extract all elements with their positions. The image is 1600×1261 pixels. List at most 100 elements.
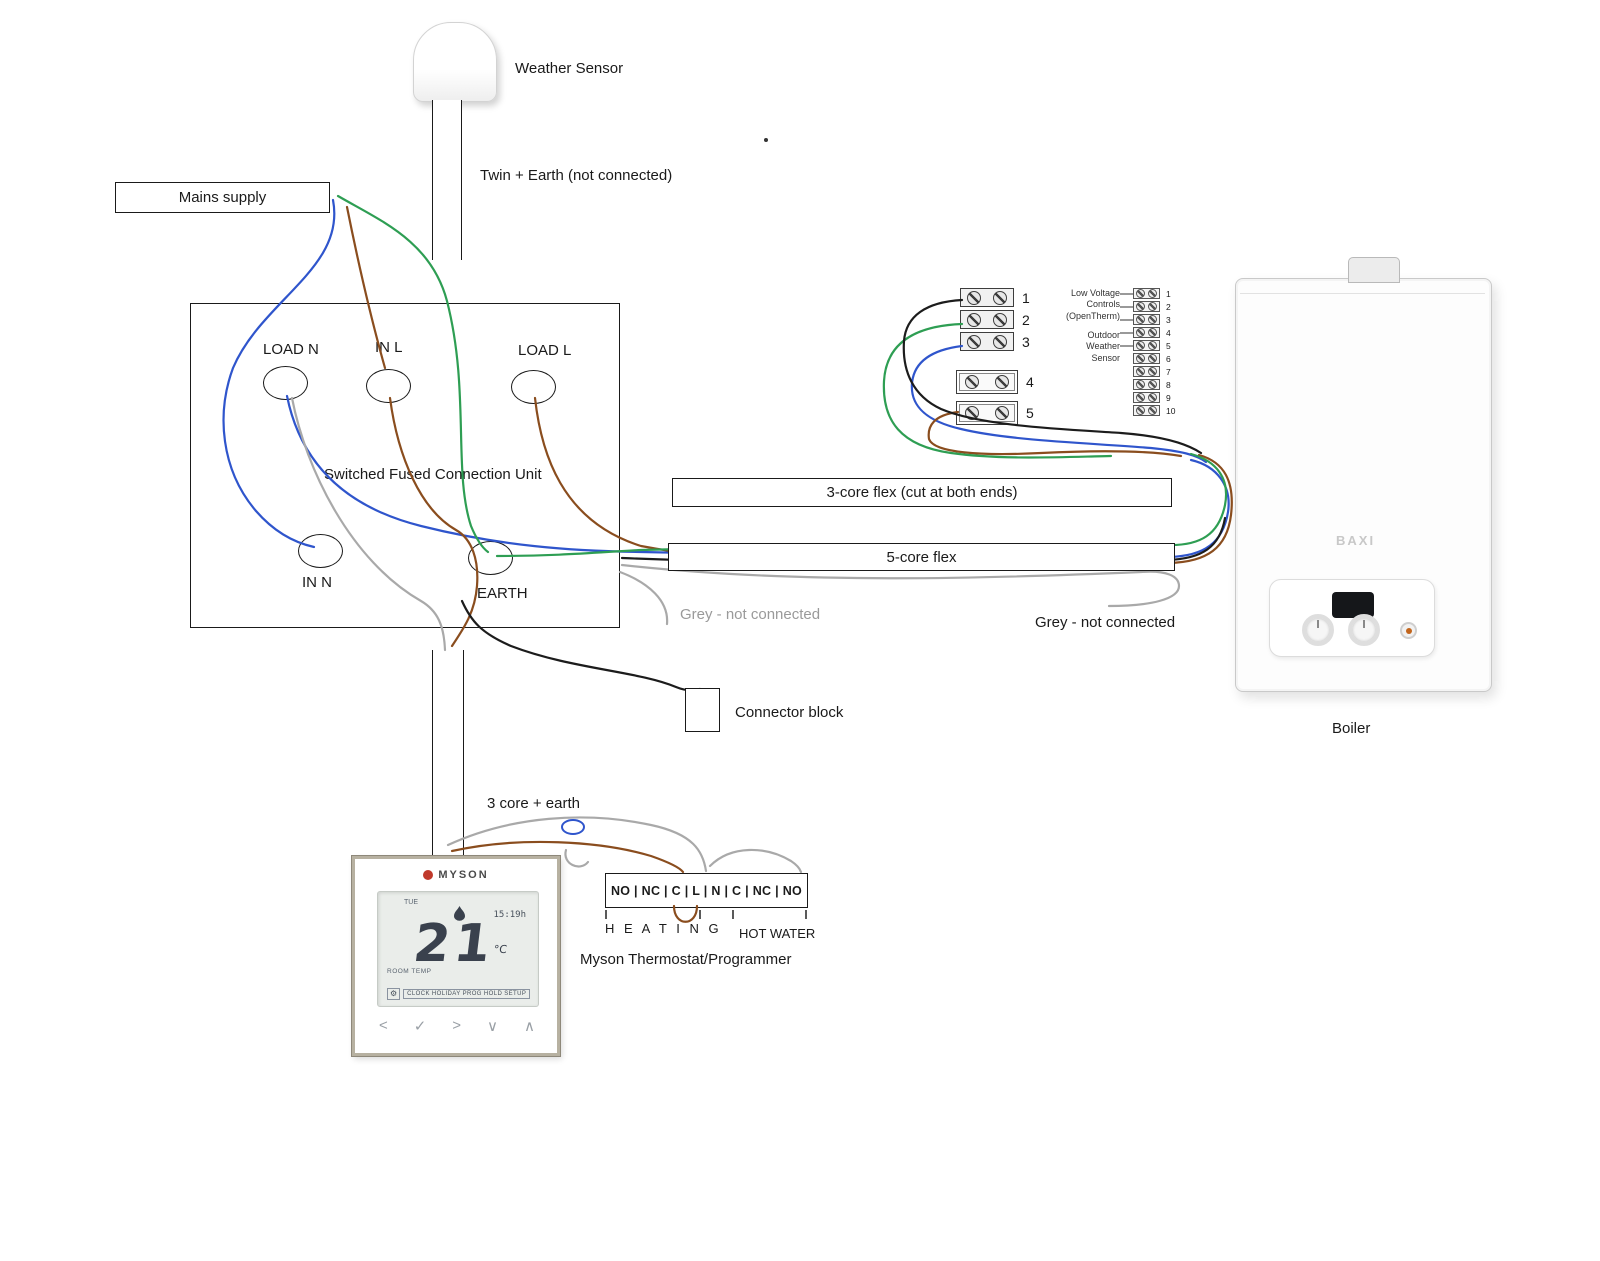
screw-icon: [1148, 289, 1158, 298]
screw-icon: [965, 406, 979, 420]
screw-icon: [1135, 380, 1145, 389]
five-core-flex-label: 5-core flex: [886, 548, 957, 566]
screw-icon: [993, 290, 1007, 305]
boiler-terminal-1-number: 1: [1022, 290, 1030, 306]
boiler-terminal-3-number: 3: [1022, 334, 1030, 350]
screw-icon: [1148, 302, 1158, 311]
screw-icon: [1148, 341, 1158, 350]
heating-label: H E A T I N G: [605, 921, 722, 936]
weather-sensor-label: Weather Sensor: [515, 60, 624, 77]
thermostat-caption: Myson Thermostat/Programmer: [580, 951, 792, 968]
boiler-label: Boiler: [1332, 720, 1371, 737]
lv-terminal-8-number: 8: [1166, 380, 1171, 390]
thermostat-brand: MYSON: [438, 869, 489, 881]
boiler-terminal-3: [960, 332, 1014, 351]
mains-supply-label: Mains supply: [178, 189, 267, 206]
screw-icon: [1135, 315, 1145, 324]
myson-logo-icon: [423, 870, 434, 880]
thermostat-buttons: < ✓ > ∨ ∧: [379, 1017, 535, 1035]
sfcu-in-l-label: IN L: [375, 339, 403, 356]
boiler-terminal-5-number: 5: [1026, 405, 1034, 421]
screw-icon: [967, 334, 981, 349]
weather-sensor-image: [413, 22, 497, 102]
flame-icon: [454, 906, 465, 921]
boiler-knob-left: [1302, 614, 1334, 646]
boiler-terminal-4: [956, 370, 1018, 394]
lcd-menu-bar: ⚙ CLOCK HOLIDAY PROG HOLD SETUP: [387, 987, 531, 1000]
screw-icon: [1135, 302, 1145, 311]
screw-icon: [965, 375, 979, 389]
screw-icon: [1148, 406, 1158, 415]
screw-icon: [993, 312, 1007, 327]
lcd-time: 15:19h: [493, 910, 526, 920]
boiler-display: [1332, 592, 1374, 618]
boiler-image: BAXI: [1235, 257, 1492, 692]
lv-outdoor-label: Outdoor Weather Sensor: [1086, 330, 1120, 363]
screw-icon: [993, 334, 1007, 349]
lv-terminal-1: [1133, 288, 1160, 299]
screw-icon: [1148, 354, 1158, 363]
sfcu-in-l-terminal: [366, 369, 411, 403]
screw-icon: [1148, 367, 1158, 376]
lv-terminal-9: [1133, 392, 1160, 403]
wire-grey-bundle-not-connected: [620, 563, 1181, 608]
boiler-terminal-2: [960, 310, 1014, 329]
lv-terminal-2: [1133, 301, 1160, 312]
blue-marker-ring: [561, 819, 585, 835]
screw-icon: [1135, 393, 1145, 402]
wire-grey-marker-hook: [564, 848, 590, 868]
screw-icon: [995, 406, 1009, 420]
sfcu-load-n-label: LOAD N: [263, 341, 319, 358]
screw-icon: [1135, 289, 1145, 298]
boiler-button: [1400, 622, 1417, 639]
lcd-menu-items: CLOCK HOLIDAY PROG HOLD SETUP: [403, 988, 531, 999]
three-core-flex-label: 3-core flex (cut at both ends): [826, 484, 1018, 501]
lcd-day: TUE: [404, 899, 418, 906]
lv-terminal-7-number: 7: [1166, 367, 1171, 377]
lv-terminal-1-number: 1: [1166, 289, 1171, 299]
boiler-control-panel: [1269, 579, 1435, 657]
boiler-terminal-4-number: 4: [1026, 374, 1034, 390]
lv-terminal-7: [1133, 366, 1160, 377]
down-button: ∨: [487, 1018, 498, 1035]
lv-terminal-10: [1133, 405, 1160, 416]
lv-terminal-6: [1133, 353, 1160, 364]
three-core-flex-box: 3-core flex (cut at both ends): [672, 478, 1172, 507]
sfcu-earth-label: EARTH: [477, 585, 528, 602]
grey-not-connected-right: Grey - not connected: [1035, 614, 1176, 631]
boiler-terminal-2-number: 2: [1022, 312, 1030, 328]
mains-supply-box: Mains supply: [115, 182, 330, 213]
lv-controls-label: Low Voltage Controls (OpenTherm): [1065, 288, 1120, 321]
screw-icon: [1135, 367, 1145, 376]
connector-block-label: Connector block: [735, 704, 844, 721]
boiler-brand: BAXI: [1336, 533, 1376, 548]
screw-icon: [1135, 354, 1145, 363]
boiler-flue: [1348, 257, 1400, 283]
thermostat-lcd: TUE 15:19h 21°C ROOM TEMP ⚙ CLOCK HOLIDA…: [377, 891, 539, 1007]
screw-icon: [1148, 393, 1158, 402]
forward-button: >: [452, 1017, 462, 1034]
strip-terminal-labels: NO | NC | C | L | N | C | NC | NO: [610, 883, 803, 898]
boiler-terminal-1: [960, 288, 1014, 307]
sfcu-earth-terminal: [468, 541, 513, 575]
screw-icon: [1135, 406, 1145, 415]
lv-terminal-3-number: 3: [1166, 315, 1171, 325]
lv-terminal-10-number: 10: [1166, 406, 1176, 416]
twin-earth-cable: [432, 100, 462, 260]
gear-icon: ⚙: [387, 987, 401, 1000]
thermostat-image: MYSON TUE 15:19h 21°C ROOM TEMP ⚙ CLOCK …: [352, 856, 560, 1056]
lcd-temperature: 21°C: [410, 914, 511, 974]
sfcu-in-n-label: IN N: [302, 574, 332, 591]
sfcu-load-l-label: LOAD L: [518, 342, 572, 359]
screw-icon: [1148, 328, 1158, 337]
confirm-button: ✓: [413, 1018, 427, 1035]
boiler-terminal-5: [956, 401, 1018, 425]
lv-terminal-2-number: 2: [1166, 302, 1171, 312]
boiler-knob-right: [1348, 614, 1380, 646]
sfcu-load-n-terminal: [263, 366, 308, 400]
stray-dot: [764, 138, 768, 142]
lv-terminal-8: [1133, 379, 1160, 390]
wire-brown-strip-jumper: [672, 904, 699, 923]
grey-not-connected-left: Grey - not connected: [680, 606, 821, 623]
